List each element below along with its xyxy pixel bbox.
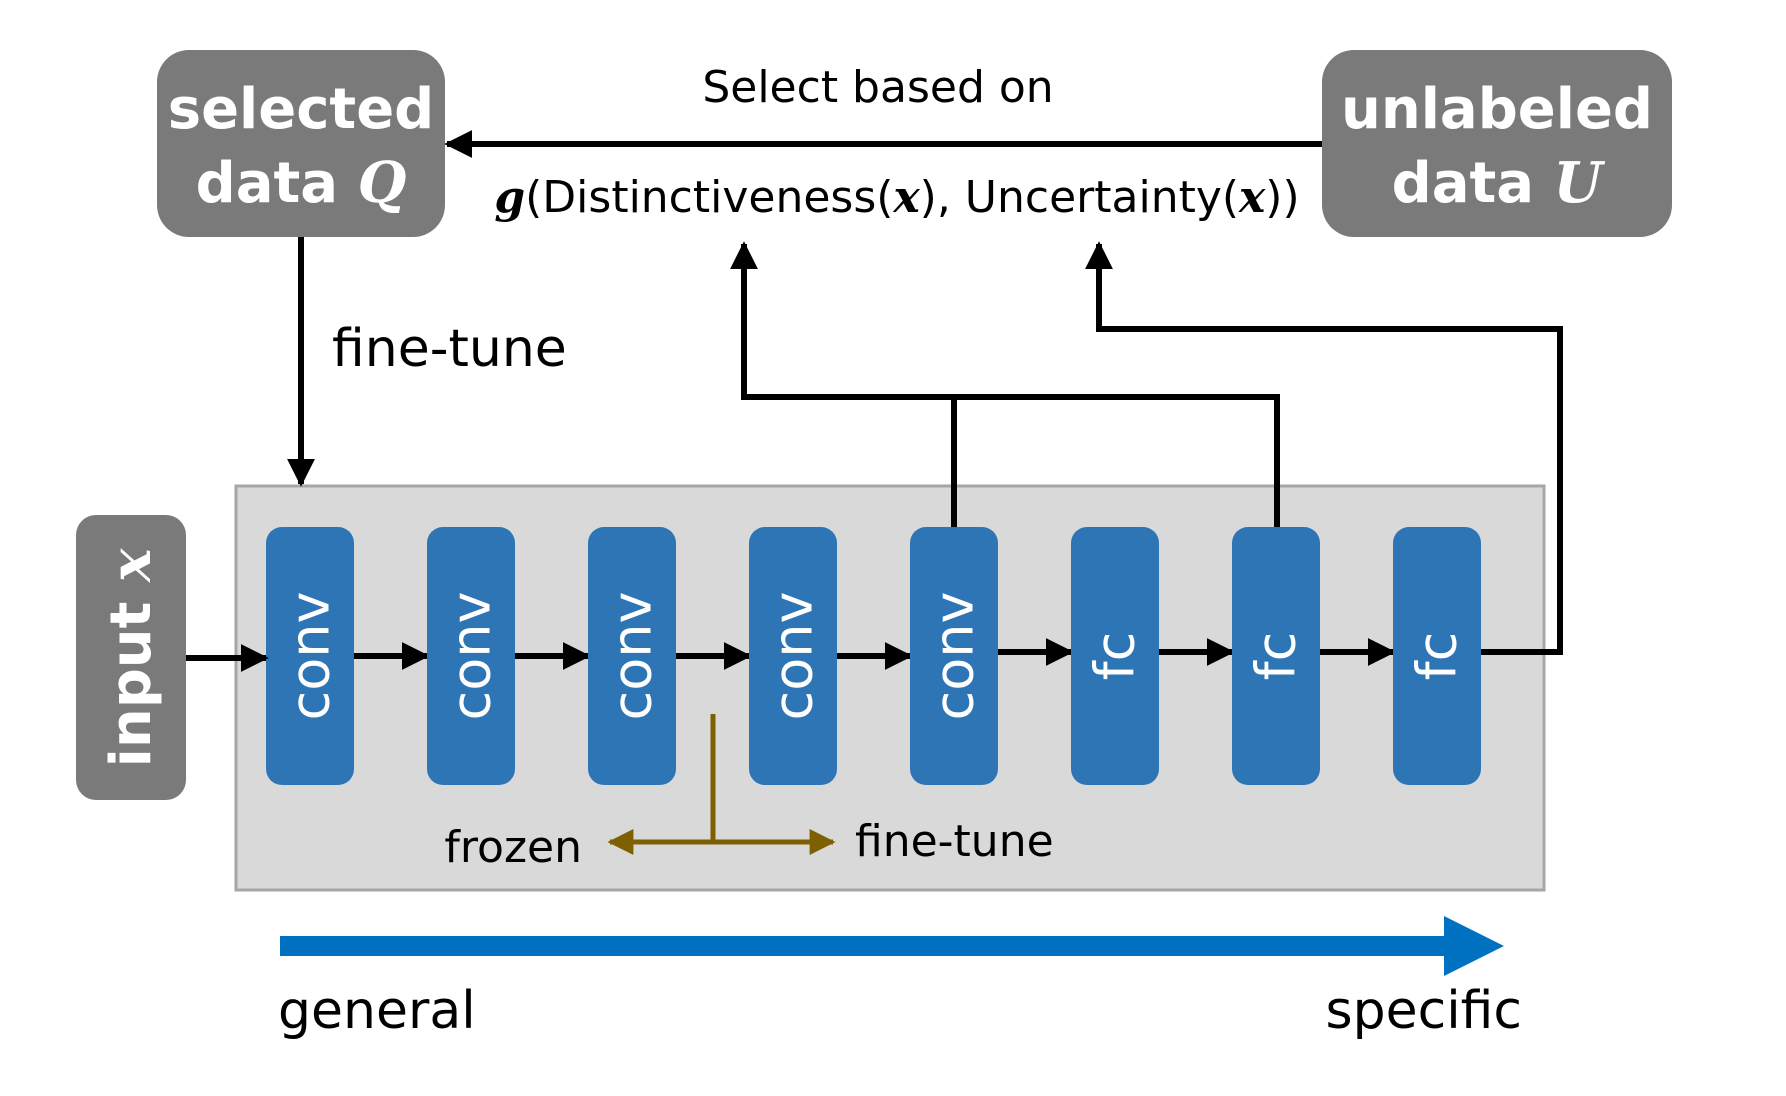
select-caption: Select based on [702, 62, 1053, 113]
layer-fc-8: fc [1393, 527, 1481, 785]
finetune-label: fine-tune [855, 816, 1054, 867]
layer-label: fc [1245, 632, 1308, 681]
var-x-input: x [98, 548, 164, 583]
selected-data-line2: data Q [196, 150, 407, 216]
layer-block [1071, 527, 1159, 785]
layer-block [427, 527, 515, 785]
layer-fc-7: fc [1232, 527, 1320, 785]
layer-label: conv [601, 592, 664, 721]
general-specific-arrow [280, 916, 1504, 976]
unlabeled-data-line2: data U [1392, 150, 1606, 216]
general-label: general [278, 981, 476, 1041]
layer-conv-1: conv [266, 527, 354, 785]
layer-label: fc [1084, 632, 1147, 681]
selection-formula: g(Distinctiveness(x), Uncertainty(x)) [494, 172, 1299, 223]
layer-fc-6: fc [1071, 527, 1159, 785]
layer-label: conv [923, 592, 986, 721]
selected-data-box: selected data Q [157, 50, 445, 237]
layer-conv-2: conv [427, 527, 515, 785]
distinctiveness-feedback-line [730, 241, 957, 527]
layer-label: conv [440, 592, 503, 721]
layer-label: fc [1406, 632, 1469, 681]
var-q: Q [358, 150, 407, 216]
fc-feedback-line [954, 394, 1280, 527]
var-u: U [1554, 150, 1606, 216]
uncertainty-feedback-line [1085, 241, 1563, 655]
formula-x1: x [892, 172, 920, 223]
layer-block [1232, 527, 1320, 785]
unlabeled-data-line1: unlabeled [1341, 77, 1653, 142]
frozen-label: frozen [444, 822, 582, 873]
layer-block [749, 527, 837, 785]
unlabeled-data-box: unlabeled data U [1322, 50, 1672, 237]
layer-block [588, 527, 676, 785]
layer-block [910, 527, 998, 785]
formula-g: g [494, 172, 525, 223]
layer-conv-3: conv [588, 527, 676, 785]
layer-block [266, 527, 354, 785]
formula-x2: x [1238, 172, 1266, 223]
layer-block [1393, 527, 1481, 785]
layer-label: conv [279, 592, 342, 721]
input-box: input x [76, 515, 186, 800]
finetune-caption: fine-tune [332, 319, 567, 379]
layer-stack: conv conv conv conv conv fc fc fc [266, 527, 1481, 785]
layer-conv-5: conv [910, 527, 998, 785]
frozen-finetune-split [607, 714, 836, 855]
specific-label: specific [1326, 981, 1522, 1041]
layer-label: conv [762, 592, 825, 721]
selected-data-line1: selected [168, 77, 435, 142]
input-label: input x [98, 548, 164, 767]
layer-conv-4: conv [749, 527, 837, 785]
